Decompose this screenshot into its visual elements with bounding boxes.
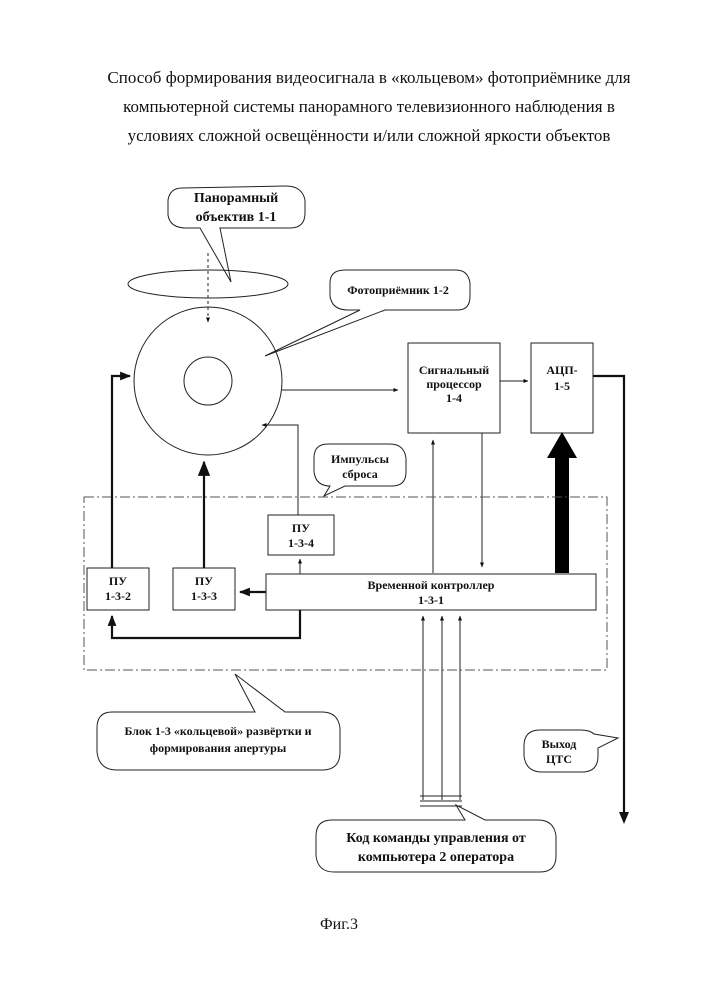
- pu-1-3-3-line-2: 1-3-3: [191, 589, 217, 603]
- title-line-3: условиях сложной освещённости и/или слож…: [128, 126, 611, 145]
- adc-line-1: АЦП-: [546, 363, 577, 377]
- block-1-3-callout: Блок 1-3 «кольцевой» развёртки и формиро…: [97, 674, 340, 770]
- reset-pulses-line-2: сброса: [342, 467, 378, 481]
- command-callout: Код команды управления от компьютера 2 о…: [316, 805, 556, 872]
- output-callout: Выход ЦТС: [524, 730, 618, 772]
- output-arrowhead: [619, 812, 629, 824]
- signal-processor-line-2: процессор: [426, 377, 482, 391]
- timing-controller-line-2: 1-3-1: [418, 593, 444, 607]
- signal-processor-line-1: Сигнальный: [419, 363, 489, 377]
- lens-callout-line-2: объектив 1-1: [196, 210, 277, 225]
- pu-1-3-4-to-photodetector-arrow: [262, 425, 298, 515]
- pu-1-3-3-line-1: ПУ: [195, 574, 213, 588]
- photodetector-callout-label: Фотоприёмник 1-2: [347, 283, 449, 297]
- photodetector-inner-ring: [184, 357, 232, 405]
- lens-callout: Панорамный объектив 1-1: [168, 186, 305, 282]
- controller-to-pu-1-3-2-line: [112, 610, 300, 638]
- pu-1-3-2-line-1: ПУ: [109, 574, 127, 588]
- reset-pulses-callout: Импульсы сброса: [314, 444, 406, 496]
- title-line-1: Способ формирования видеосигнала в «коль…: [107, 68, 630, 87]
- controller-to-adc-bus: [555, 455, 569, 573]
- signal-processor-line-3: 1-4: [446, 391, 462, 405]
- block-1-3-line-2: формирования апертуры: [150, 741, 287, 755]
- pu-1-3-2-to-photodetector-arrow: [112, 376, 130, 568]
- timing-controller-line-1: Временной контроллер: [368, 578, 495, 592]
- adc-line-2: 1-5: [554, 379, 570, 393]
- output-line-2: ЦТС: [546, 752, 572, 766]
- command-line-text-2: компьютера 2 оператора: [358, 850, 514, 865]
- title-line-2: компьютерной системы панорамного телевиз…: [123, 97, 615, 116]
- pu-1-3-4-line-2: 1-3-4: [288, 536, 314, 550]
- adc-bus-arrowhead: [547, 432, 577, 458]
- output-line-1: Выход: [542, 737, 577, 751]
- lens-callout-line-1: Панорамный: [194, 191, 278, 206]
- reset-pulses-line-1: Импульсы: [331, 452, 390, 466]
- command-line-text-1: Код команды управления от: [346, 831, 526, 846]
- ring-photodetector: [134, 307, 282, 455]
- figure-caption: Фиг.3: [320, 916, 358, 933]
- pu-1-3-4-line-1: ПУ: [292, 521, 310, 535]
- block-1-3-line-1: Блок 1-3 «кольцевой» развёртки и: [124, 724, 311, 738]
- pu-1-3-2-line-2: 1-3-2: [105, 589, 131, 603]
